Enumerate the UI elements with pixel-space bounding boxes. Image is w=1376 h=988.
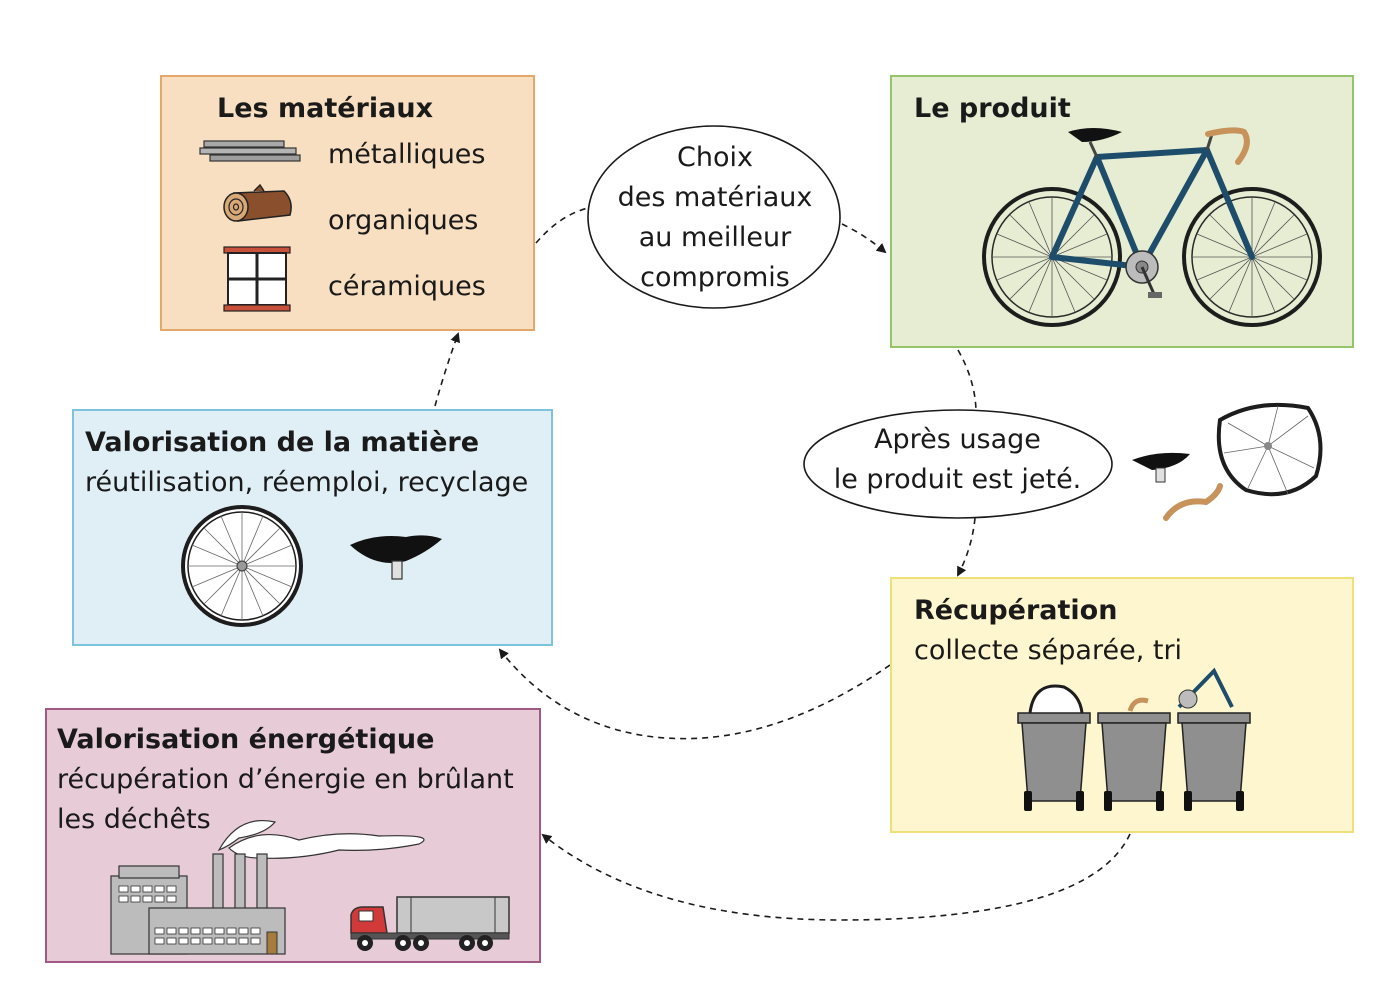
- material-label-metal: métalliques: [328, 139, 486, 170]
- choice-bubble: [587, 125, 841, 309]
- product-box: Le produit: [890, 75, 1354, 348]
- choice-text: Choix des matériaux au meilleur compromi…: [590, 138, 840, 298]
- choice-line-4: compromis: [640, 262, 790, 293]
- materials-title: Les matériaux: [217, 93, 433, 124]
- product-title: Le produit: [914, 93, 1071, 124]
- choice-line-2: des matériaux: [617, 182, 813, 213]
- truck-icon: [350, 896, 510, 951]
- recovery-box: Récupération collecte séparée, tri: [890, 577, 1354, 833]
- material-valorization-title: Valorisation de la matière: [85, 427, 480, 458]
- bicycle-icon: [982, 127, 1322, 327]
- saddle-icon: [350, 535, 442, 580]
- material-label-organic: organiques: [328, 205, 479, 236]
- energy-valorization-line-2: les déchêts: [57, 804, 211, 835]
- material-label-ceramic: céramiques: [328, 271, 486, 302]
- usage-line-2: le produit est jeté.: [833, 464, 1082, 495]
- usage-text: Après usage le produit est jeté.: [805, 420, 1110, 500]
- metal-bars-icon: [199, 140, 301, 162]
- factory-icon: [110, 820, 425, 955]
- arrow-recovery-to-energy: [541, 833, 1131, 921]
- energy-valorization-box: Valorisation énergétique récupération d’…: [45, 708, 541, 963]
- usage-line-1: Après usage: [874, 424, 1041, 455]
- energy-valorization-title: Valorisation énergétique: [57, 724, 435, 755]
- recovery-title: Récupération: [914, 595, 1118, 626]
- arrow-usage-to-recovery: [957, 517, 976, 577]
- window-icon: [223, 246, 291, 312]
- wheel-icon: [181, 505, 303, 627]
- arrow-choice-to-product: [841, 223, 887, 254]
- arrow-product-to-usage: [957, 349, 977, 411]
- materials-box: Les matériaux métalliques organiques cér…: [160, 75, 535, 331]
- choice-line-1: Choix: [677, 142, 753, 173]
- wood-log-icon: [223, 183, 292, 222]
- arrow-valorization-to-materials: [434, 332, 460, 407]
- material-valorization-subtitle: réutilisation, réemploi, recyclage: [85, 467, 529, 498]
- usage-bubble: [803, 409, 1113, 519]
- energy-valorization-line-1: récupération d’énergie en brûlant: [57, 764, 514, 795]
- trash-bins-icon: [1017, 667, 1251, 811]
- arrow-materials-to-choice: [535, 207, 589, 244]
- discarded-parts-icon: [1132, 402, 1323, 521]
- recovery-subtitle: collecte séparée, tri: [914, 635, 1183, 666]
- choice-line-3: au meilleur: [638, 222, 792, 253]
- material-valorization-box: Valorisation de la matière réutilisation…: [72, 409, 553, 646]
- arrow-recovery-to-valorization: [498, 648, 891, 740]
